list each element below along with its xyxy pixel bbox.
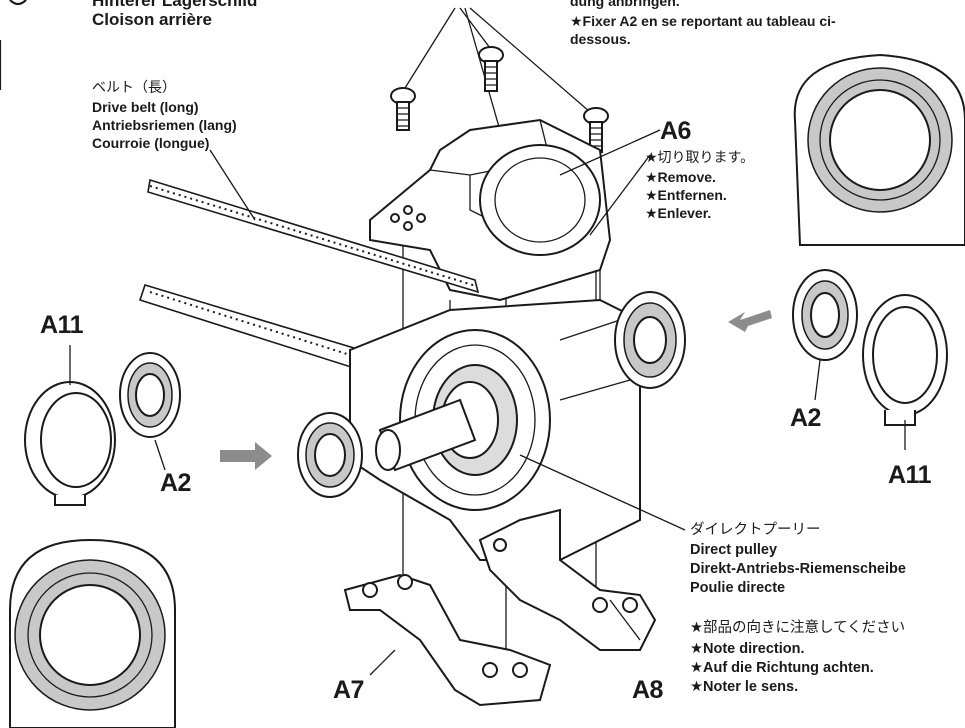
screw-1	[390, 87, 416, 131]
belt-leader	[209, 149, 256, 221]
a6-note-en: ★Remove.	[645, 169, 716, 185]
direction-note-ja: ★部品の向きに注意してください	[690, 620, 906, 636]
a6-note-de: ★Entfernen.	[645, 187, 727, 203]
belt-label-de: Antriebsriemen (lang)	[92, 117, 237, 133]
bearing-ring-left-mounted	[297, 412, 363, 498]
screw-3	[583, 107, 609, 153]
header-title-fr: Cloison arrière	[92, 10, 212, 29]
pulley-label-en: Direct pulley	[690, 542, 778, 558]
a2-right-leader	[814, 359, 821, 401]
pulley-label-ja: ダイレクトプーリー	[690, 522, 821, 538]
ring-a11-right	[862, 294, 948, 426]
bearing-ring-right-mounted	[614, 291, 686, 389]
note-line-1: dung anbringen.	[570, 0, 680, 9]
pulley-leader	[519, 454, 686, 531]
gear-case-a6	[369, 118, 612, 341]
arrow-right-icon	[220, 442, 272, 470]
a8-leader	[609, 599, 641, 641]
ring-a2-right	[792, 269, 858, 361]
header-title-de: Hinterer Lagerschild	[92, 0, 258, 10]
a2-left-leader	[154, 439, 166, 471]
belt-label-en: Drive belt (long)	[92, 99, 199, 115]
direction-note-fr: ★Noter le sens.	[690, 679, 799, 695]
lower-mount-a7	[343, 573, 552, 707]
rear-bulkhead	[349, 298, 641, 561]
belt-label-fr: Courroie (longue)	[92, 135, 210, 151]
ring-a11-left	[24, 381, 116, 506]
lower-mount-a8	[478, 508, 657, 651]
part-label-a7: A7	[333, 676, 364, 704]
direction-note-en: ★Note direction.	[690, 641, 805, 657]
pulley-label-fr: Poulie directe	[690, 580, 786, 596]
reference-inset-bottom-left	[9, 538, 176, 728]
part-label-a11-right: A11	[888, 461, 931, 489]
note-line-3: dessous.	[570, 31, 631, 47]
arrow-left-icon	[728, 310, 772, 332]
part-label-a2-right: A2	[790, 404, 821, 432]
screw-2	[478, 46, 504, 92]
a6-note-ja: ★切り取ります。	[645, 150, 755, 166]
reference-inset-top-right	[793, 53, 965, 246]
belt-label-ja: ベルト（長）	[92, 80, 176, 96]
a7-leader	[369, 649, 396, 676]
a6-leader-lines	[559, 129, 661, 236]
a6-note-fr: ★Enlever.	[645, 205, 712, 221]
part-label-a11-left: A11	[40, 311, 83, 339]
pulley-label-de: Direkt-Antriebs-Riemenscheibe	[690, 561, 906, 577]
step-icon	[0, 0, 27, 90]
part-label-a8: A8	[632, 676, 663, 704]
part-label-a6: A6	[660, 117, 691, 145]
part-label-a2-left: A2	[160, 469, 191, 497]
note-line-2: ★Fixer A2 en se reportant au tableau ci-	[570, 13, 836, 29]
ring-a2-left	[119, 352, 181, 438]
direction-note-de: ★Auf die Richtung achten.	[690, 660, 874, 676]
